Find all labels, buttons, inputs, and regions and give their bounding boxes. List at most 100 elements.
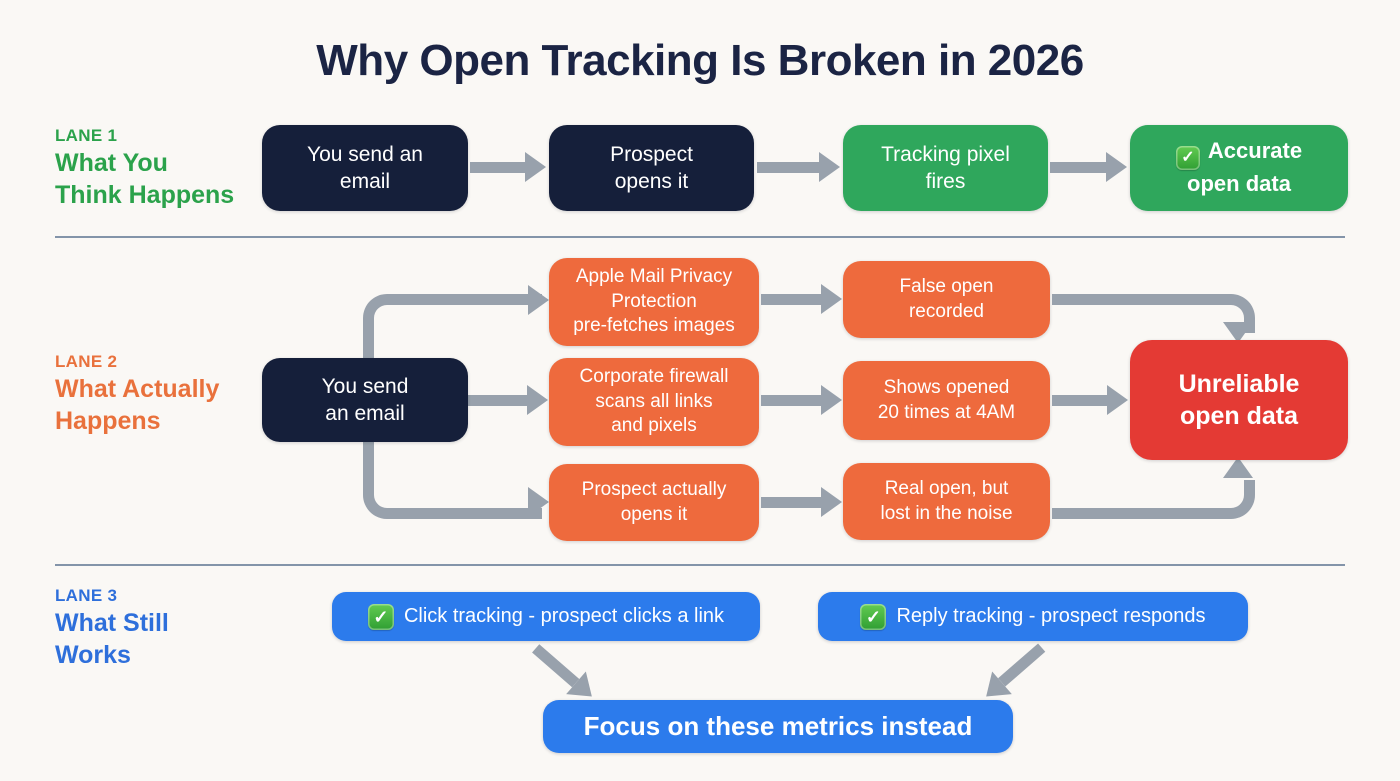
lane2-box-corporate-firewall: Corporate firewall scans all links and p…	[549, 358, 759, 446]
arrow-head	[525, 152, 546, 182]
lane1-box-prospect-opens: Prospect opens it	[549, 125, 754, 211]
arrow-head	[821, 284, 842, 314]
lane-divider	[55, 564, 1345, 566]
box-text-line: opens it	[614, 170, 689, 193]
box-text-line: lost in the noise	[880, 502, 1013, 524]
box-text: Focus on these metrics instead	[583, 711, 973, 741]
lane2-box-false-open-recorded: False open recorded	[843, 261, 1050, 338]
lane3-kicker: LANE 3	[55, 586, 118, 605]
arrow-shaft	[761, 293, 821, 305]
check-icon: ✓	[367, 603, 394, 630]
arrow-diagonal-down-left	[976, 637, 1052, 708]
arrow-right	[468, 385, 548, 415]
box-text-line: and pixels	[611, 415, 697, 437]
box-text: Unreliable open data	[1179, 368, 1300, 433]
lane1-title-line: Think Happens	[55, 180, 235, 209]
box-text: Prospect actually opens it	[582, 478, 727, 527]
lane3-box-focus-metrics: Focus on these metrics instead	[543, 700, 1013, 753]
arrow-head	[1223, 322, 1253, 343]
lane3-title: What Still Works	[55, 608, 169, 671]
arrow-head	[527, 385, 548, 415]
lane2-kicker: LANE 2	[55, 352, 118, 371]
lane2-box-you-send-email: You send an email	[262, 358, 468, 442]
arrow-shaft	[998, 643, 1046, 687]
lane1-box-tracking-pixel-fires: Tracking pixel fires	[843, 125, 1048, 211]
arrow-head	[1106, 152, 1127, 182]
arrow-right	[757, 152, 840, 182]
box-text-line: Unreliable	[1178, 369, 1300, 398]
box-text-line: fires	[925, 170, 966, 193]
box-text-line: opens it	[620, 503, 688, 525]
lane1-box-you-send-email: You send an email	[262, 125, 468, 211]
lane3-title-line: Works	[55, 640, 131, 669]
box-text: Shows opened 20 times at 4AM	[878, 376, 1015, 425]
box-text-line: Tracking pixel	[881, 142, 1010, 166]
check-icon: ✓	[1175, 146, 1200, 171]
lane3-pill-reply-tracking: ✓ Reply tracking - prospect responds	[818, 592, 1248, 641]
lane1-kicker: LANE 1	[55, 126, 118, 145]
arrow-shaft	[532, 643, 580, 687]
lane1-box-accurate-open-data: ✓Accurate open data	[1130, 125, 1348, 211]
arrow-head	[819, 152, 840, 182]
box-text: Real open, but lost in the noise	[880, 477, 1012, 526]
arrow-diagonal-down-right	[526, 637, 602, 708]
box-text-line: False open	[899, 275, 994, 297]
lane2-box-shows-opened-20-times: Shows opened 20 times at 4AM	[843, 361, 1050, 440]
lane3-label: LANE 3 What Still Works	[55, 586, 169, 671]
elbow-connector-up	[363, 294, 542, 371]
box-text: ✓Accurate open data	[1175, 137, 1303, 199]
page-title: Why Open Tracking Is Broken in 2026	[316, 36, 1084, 85]
lane2-box-real-open-lost: Real open, but lost in the noise	[843, 463, 1050, 540]
arrow-head	[821, 385, 842, 415]
lane-divider	[55, 236, 1345, 238]
box-text-line: recorded	[908, 300, 984, 322]
arrow-shaft	[468, 394, 527, 406]
arrow-shaft	[1050, 161, 1106, 173]
box-text-line: an email	[325, 402, 405, 425]
box-text: You send an email	[322, 373, 409, 428]
pill-text: Reply tracking - prospect responds	[896, 605, 1206, 627]
lane2-box-prospect-actually-opens: Prospect actually opens it	[549, 464, 759, 541]
box-text-line: 20 times at 4AM	[877, 401, 1016, 423]
box-text-line: You send	[321, 374, 409, 398]
box-text: False open recorded	[899, 275, 993, 324]
box-text-line: Real open, but	[884, 477, 1009, 499]
box-text: Corporate firewall scans all links and p…	[580, 365, 729, 439]
box-text-line: Prospect	[610, 142, 693, 166]
pill-text: Click tracking - prospect clicks a link	[403, 605, 725, 627]
lane2-box-apple-mail-privacy: Apple Mail Privacy Protection pre-fetche…	[549, 258, 759, 346]
arrow-head	[1107, 385, 1128, 415]
box-text: You send an email	[307, 141, 423, 196]
arrow-head	[821, 487, 842, 517]
lane2-label: LANE 2 What Actually Happens	[55, 352, 219, 437]
box-text-line: Corporate firewall	[579, 365, 729, 387]
box-text-line: Protection	[611, 290, 697, 312]
arrow-right	[761, 284, 842, 314]
arrow-head	[528, 285, 549, 315]
lane3-title-line: What Still	[55, 609, 169, 637]
box-text-line: open data	[1179, 402, 1299, 430]
box-text-line: email	[339, 170, 391, 193]
lane2-title-line: What Actually	[55, 375, 220, 403]
arrow-right	[761, 385, 842, 415]
arrow-right	[470, 152, 546, 182]
lane1-title-line: What You	[55, 149, 168, 177]
box-text-line: You send an	[306, 142, 423, 166]
lane2-title: What Actually Happens	[55, 374, 219, 437]
box-text: Apple Mail Privacy Protection pre-fetche…	[573, 265, 735, 339]
elbow-connector-down	[363, 440, 542, 519]
box-text: Tracking pixel fires	[881, 141, 1010, 196]
box-text: Prospect opens it	[610, 141, 693, 196]
check-icon: ✓	[860, 603, 887, 630]
box-text: Accurate	[1207, 138, 1303, 164]
arrow-shaft	[761, 496, 821, 508]
box-text-line: pre-fetches images	[573, 315, 735, 337]
box-text-line: Shows opened	[883, 376, 1010, 398]
arrow-shaft	[761, 394, 821, 406]
elbow-connector-top-right	[1052, 294, 1255, 333]
arrow-shaft	[470, 161, 525, 173]
box-text-line: Apple Mail Privacy	[575, 265, 733, 287]
lane2-box-unreliable-open-data: Unreliable open data	[1130, 340, 1348, 460]
arrow-right	[761, 487, 842, 517]
